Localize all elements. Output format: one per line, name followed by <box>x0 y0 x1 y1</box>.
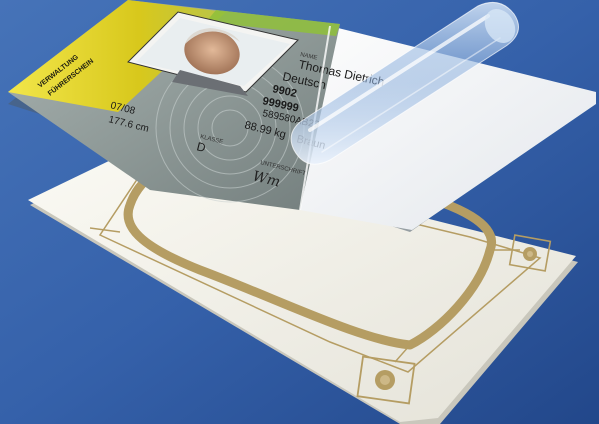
scene: VERWALTUNG FÜHRERSCHEIN NAME Thomas Diet… <box>0 0 599 424</box>
illustration: VERWALTUNG FÜHRERSCHEIN NAME Thomas Diet… <box>0 0 599 424</box>
